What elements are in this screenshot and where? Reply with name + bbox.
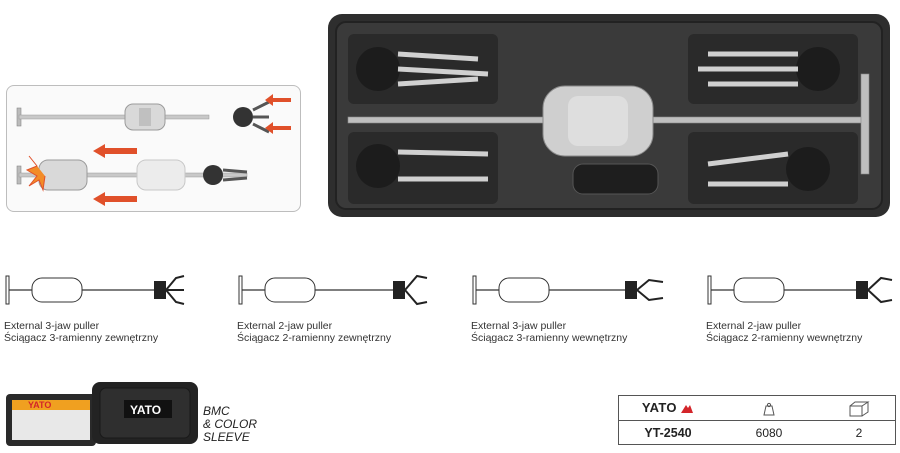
packaging-photo: YATO YATO bbox=[4, 374, 200, 448]
variant-2-en: External 2-jaw puller bbox=[237, 320, 333, 332]
brand-cell: YATO bbox=[619, 396, 717, 420]
t-handle bbox=[860, 73, 870, 175]
arrows-top bbox=[265, 94, 291, 134]
quantity-value: 2 bbox=[855, 426, 863, 440]
variant-2-caption: External 2-jaw puller Ściągacz 2-ramienn… bbox=[237, 320, 391, 344]
variant-4: External 2-jaw puller Ściągacz 2-ramienn… bbox=[706, 268, 900, 348]
variant-3-illustration bbox=[472, 275, 664, 305]
variant-3: External 3-jaw puller Ściągacz 3-ramienn… bbox=[471, 268, 671, 348]
box-icon bbox=[849, 401, 870, 417]
variant-1: External 3-jaw puller Ściągacz 3-ramienn… bbox=[4, 268, 204, 348]
brand-logo: YATO bbox=[641, 400, 677, 415]
variant-4-illustration bbox=[707, 275, 893, 305]
slide-hammer-usage-illustration bbox=[16, 94, 291, 206]
case-brand-text: YATO bbox=[130, 403, 161, 417]
variant-1-pl: Ściągacz 3-ramienny zewnętrzny bbox=[4, 332, 159, 344]
hammer-top bbox=[16, 100, 270, 134]
variant-1-en: External 3-jaw puller bbox=[4, 320, 100, 332]
case-handle bbox=[572, 163, 659, 195]
packaging-text: BMC & COLOR SLEEVE bbox=[203, 405, 257, 444]
weight-value: 6080 bbox=[755, 426, 783, 440]
brand-mark-icon bbox=[681, 404, 694, 413]
hammer-bottom bbox=[16, 155, 248, 192]
variant-2: External 2-jaw puller Ściągacz 2-ramienn… bbox=[237, 268, 437, 348]
weight-icon-cell bbox=[717, 396, 821, 420]
puller-bottom-left bbox=[356, 144, 489, 188]
weight-icon bbox=[763, 402, 775, 416]
product-table-header-row: YATO bbox=[619, 396, 895, 421]
sleeve-brand-text: YATO bbox=[28, 400, 51, 410]
puller-top-right bbox=[698, 47, 840, 91]
case-photo bbox=[328, 14, 890, 217]
variant-3-pl: Ściągacz 3-ramienny wewnętrzny bbox=[471, 332, 628, 344]
variant-3-en: External 3-jaw puller bbox=[471, 320, 567, 332]
packaging-text-line1: BMC bbox=[203, 404, 230, 418]
variant-3-caption: External 3-jaw puller Ściągacz 3-ramienn… bbox=[471, 320, 627, 344]
product-code: YT-2540 bbox=[644, 426, 692, 440]
arrows-bottom bbox=[93, 144, 137, 206]
puller-bottom-right bbox=[707, 147, 830, 191]
packaging-text-line2: & COLOR bbox=[203, 417, 258, 431]
box-icon-cell bbox=[821, 396, 897, 420]
packaging-text-line3: SLEEVE bbox=[203, 430, 250, 444]
variant-1-illustration bbox=[5, 275, 185, 305]
usage-diagram bbox=[6, 85, 301, 212]
variant-1-caption: External 3-jaw puller Ściągacz 3-ramienn… bbox=[4, 320, 158, 344]
variant-4-caption: External 2-jaw puller Ściągacz 2-ramienn… bbox=[706, 320, 862, 344]
variant-2-pl: Ściągacz 2-ramienny zewnętrzny bbox=[237, 332, 392, 344]
product-table-data-row: YT-2540 6080 2 bbox=[619, 421, 895, 445]
variant-2-illustration bbox=[238, 274, 428, 306]
variant-4-pl: Ściągacz 2-ramienny wewnętrzny bbox=[706, 332, 863, 344]
product-table: YATO YT-2540 6080 2 bbox=[618, 395, 896, 445]
puller-top-left bbox=[356, 47, 489, 91]
variant-4-en: External 2-jaw puller bbox=[706, 320, 802, 332]
